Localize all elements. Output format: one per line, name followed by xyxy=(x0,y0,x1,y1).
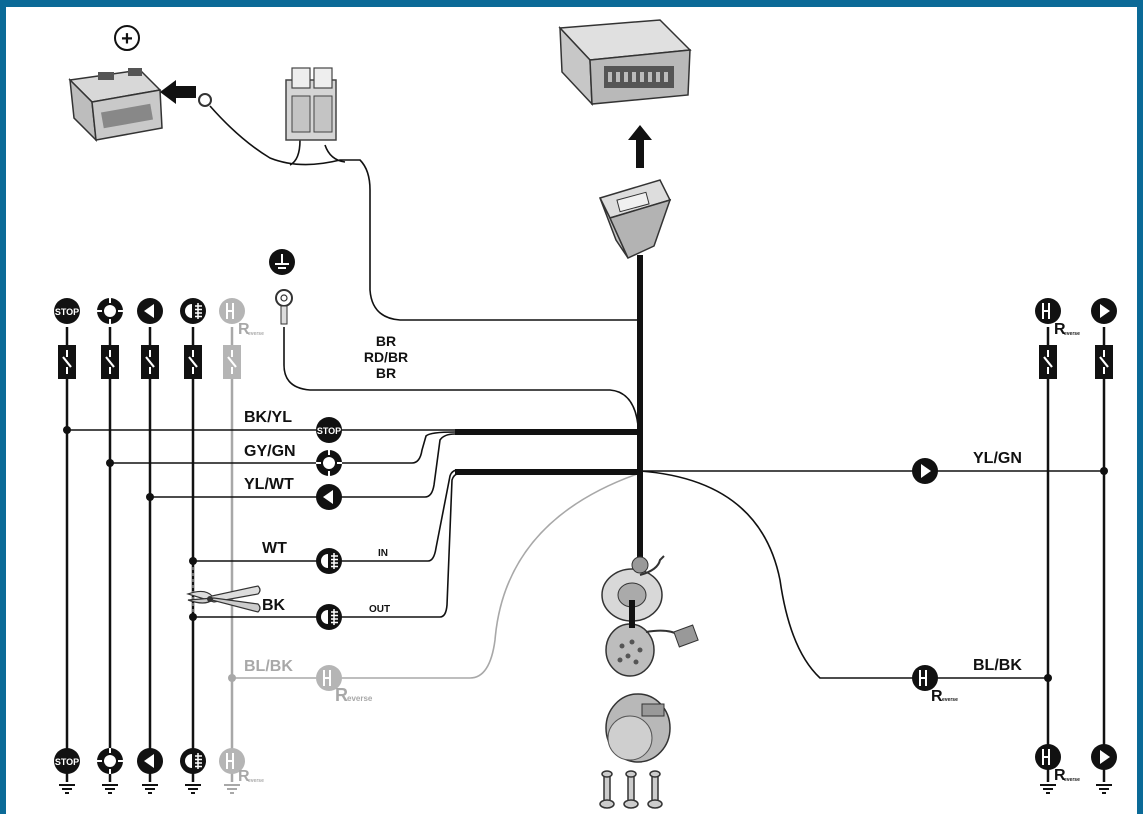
screw-icon xyxy=(599,770,663,809)
relay-icon xyxy=(285,67,337,141)
ground-icon xyxy=(58,784,1113,794)
thin-wires xyxy=(67,105,1104,679)
svg-text:everse: everse xyxy=(1064,331,1080,337)
fog-lamp-icon xyxy=(315,547,343,575)
trailer-plug-icon xyxy=(605,600,699,677)
cable-gland-icon xyxy=(601,555,665,622)
left-indicator-icon xyxy=(137,298,163,324)
right-indicator-icon xyxy=(1091,298,1117,324)
ground-icon xyxy=(269,249,295,275)
svg-text:+: + xyxy=(121,28,133,50)
reverse-lamp-icon: R everse xyxy=(218,297,264,338)
ring-terminal-icon xyxy=(198,93,212,107)
left-indicator-icon xyxy=(137,748,163,774)
junction-dots xyxy=(63,426,1108,682)
tail-lamp-icon xyxy=(96,747,124,775)
right-indicator-icon xyxy=(912,458,938,484)
arrow-up-icon xyxy=(628,125,652,168)
svg-text:R: R xyxy=(1054,321,1066,338)
reverse-lamp-icon: R everse xyxy=(315,664,373,705)
svg-text:STOP: STOP xyxy=(55,307,79,317)
right-bus-lines xyxy=(1046,327,1106,782)
reverse-lamp-icon: R everse xyxy=(1034,297,1080,338)
trailer-socket-icon xyxy=(605,693,671,763)
battery-plus-icon: + xyxy=(114,25,140,51)
label-out: OUT xyxy=(369,604,390,615)
main-harness xyxy=(455,255,643,560)
wire-label-left: YL/WT xyxy=(244,476,294,493)
wire-label-br: BR xyxy=(376,365,396,381)
wire-label-reverse: BL/BK xyxy=(973,657,1022,674)
arrow-icon xyxy=(160,80,196,104)
reverse-lamp-icon: R everse xyxy=(911,664,958,705)
reverse-lamp-icon: R everse xyxy=(218,747,264,785)
switch-icon xyxy=(56,343,1115,381)
left-bus-lines xyxy=(65,327,234,782)
wire-label-right: YL/GN xyxy=(973,450,1022,467)
tail-lamp-icon xyxy=(315,449,343,477)
control-module-icon xyxy=(558,19,692,106)
wire-label-tail: GY/GN xyxy=(244,443,296,460)
reverse-lamp-icon: R everse xyxy=(1034,743,1080,784)
svg-text:R: R xyxy=(335,685,348,705)
stop-lamp-icon: STOP xyxy=(54,298,80,324)
svg-text:everse: everse xyxy=(347,694,373,703)
svg-text:STOP: STOP xyxy=(317,426,341,436)
svg-text:R: R xyxy=(238,321,250,338)
svg-text:everse: everse xyxy=(1064,777,1080,783)
wire-cutter-icon xyxy=(186,585,261,613)
battery-icon xyxy=(68,68,163,143)
tail-lamp-icon xyxy=(96,297,124,325)
svg-text:everse: everse xyxy=(248,331,264,337)
left-indicator-icon xyxy=(316,484,342,510)
svg-text:R: R xyxy=(1054,767,1066,784)
connector-socket-icon xyxy=(598,179,672,259)
wire-label-fog-out: BK xyxy=(262,597,286,614)
label-in: IN xyxy=(378,548,388,559)
wire-label-reverse: BL/BK xyxy=(244,658,293,675)
wire-label-fog-in: WT xyxy=(262,540,287,557)
stop-lamp-icon: STOP xyxy=(316,417,342,443)
ring-terminal-icon xyxy=(275,289,293,325)
stop-lamp-icon: STOP xyxy=(54,748,80,774)
svg-text:R: R xyxy=(931,688,943,705)
svg-text:everse: everse xyxy=(942,697,958,703)
fog-lamp-icon xyxy=(179,747,207,775)
svg-text:R: R xyxy=(238,768,250,785)
right-indicator-icon xyxy=(1091,744,1117,770)
svg-text:everse: everse xyxy=(248,778,264,784)
wire-label-br: BR xyxy=(376,333,396,349)
fog-lamp-icon xyxy=(315,603,343,631)
reverse-wire-grey xyxy=(232,472,641,679)
wire-label-rd-br: RD/BR xyxy=(364,349,408,365)
fog-lamp-icon xyxy=(179,297,207,325)
wire-label-stop: BK/YL xyxy=(244,409,292,426)
svg-text:STOP: STOP xyxy=(55,757,79,767)
